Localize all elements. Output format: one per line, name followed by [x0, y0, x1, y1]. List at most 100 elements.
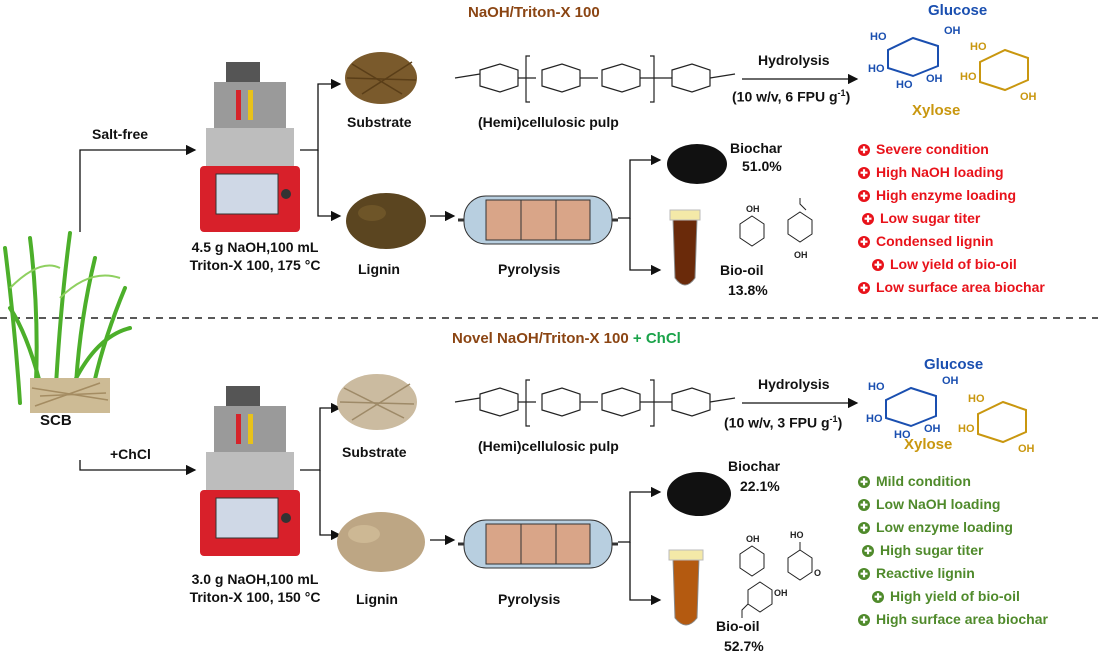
- top-cellulose-structure: [454, 55, 736, 103]
- top-drawback-item: ✚Low surface area biochar: [858, 276, 1045, 299]
- top-drawback-item: ✚Condensed lignin: [858, 230, 1045, 253]
- bottom-advantage-text: Mild condition: [876, 473, 971, 489]
- bottom-hydrolysis-sup: -1: [829, 414, 838, 424]
- bottom-biochar-value: 22.1%: [740, 478, 780, 494]
- top-drawback-item: ✚High enzyme loading: [858, 184, 1045, 207]
- top-drawback-item: ✚ Low sugar titer: [858, 207, 1045, 230]
- bottom-hydrolysis-condition: (10 w/v, 3 FPU g-1): [724, 414, 842, 431]
- top-pyrolysis-reactor: [458, 195, 618, 245]
- svg-text:HO: HO: [968, 393, 985, 405]
- top-phenol-structure: OH: [739, 204, 765, 247]
- bottom-reactor-image: [200, 386, 300, 556]
- bottom-title: Novel NaOH/Triton-X 100 + ChCl: [452, 330, 681, 347]
- bottom-hydrolysis-cond-text: (10 w/v, 3 FPU g: [724, 414, 830, 431]
- bottom-substrate-image: [337, 374, 417, 430]
- bottom-advantage-text: High yield of bio-oil: [890, 588, 1020, 604]
- bullet-icon: ✚: [862, 213, 874, 225]
- bottom-advantage-item: ✚Low NaOH loading: [858, 493, 1048, 516]
- top-substrate-image: [345, 52, 417, 104]
- bottom-advantage-text: High surface area biochar: [876, 611, 1048, 627]
- bottom-biooil-label: Bio-oil: [716, 618, 760, 634]
- arrow-top-split-substrate: [300, 78, 342, 151]
- svg-text:HO: HO: [960, 71, 977, 83]
- bottom-biochar-image: [667, 472, 731, 516]
- bottom-biooil-value: 52.7%: [724, 638, 764, 654]
- bottom-xylose-structure: HO HO OH: [958, 393, 1035, 454]
- bottom-advantage-text: High sugar titer: [880, 542, 984, 558]
- bottom-advantages-list: ✚Mild condition✚Low NaOH loading✚Low enz…: [858, 470, 1048, 631]
- bottom-glucose-label: Glucose: [924, 356, 984, 373]
- arrow-scb-to-top: [79, 144, 197, 232]
- top-drawback-item: ✚ Severe condition: [858, 138, 1045, 161]
- svg-text:OH: OH: [926, 73, 943, 85]
- top-drawback-text: Severe condition: [876, 141, 989, 157]
- bottom-ethylphenol-structure: OH: [741, 581, 788, 618]
- top-branch-label: Salt-free: [92, 126, 149, 142]
- bullet-icon: ✚: [872, 591, 884, 603]
- source-label: SCB: [40, 412, 72, 429]
- bottom-advantage-item: ✚ High yield of bio-oil: [858, 585, 1048, 608]
- svg-text:OH: OH: [1020, 91, 1037, 102]
- bullet-icon: ✚: [858, 614, 870, 626]
- svg-text:HO: HO: [970, 41, 987, 53]
- top-drawback-text: Low yield of bio-oil: [890, 256, 1017, 272]
- top-biooil-vial: [669, 209, 701, 286]
- top-hydrolysis-condition: (10 w/v, 6 FPU g-1): [732, 88, 850, 105]
- arrow-bottom-pyrolysis-biooil: [629, 542, 662, 606]
- top-condition-line2: Triton-X 100, 175 °C: [189, 257, 321, 273]
- top-lignin-label: Lignin: [358, 261, 400, 277]
- top-drawback-text: High enzyme loading: [876, 187, 1017, 203]
- svg-text:OH: OH: [944, 25, 961, 37]
- top-drawback-text: Low sugar titer: [880, 210, 981, 226]
- svg-text:HO: HO: [958, 423, 975, 435]
- bullet-icon: ✚: [858, 144, 870, 156]
- bottom-advantage-item: ✚Reactive lignin: [858, 562, 1048, 585]
- top-biochar-label: Biochar: [730, 140, 783, 156]
- bottom-title-prefix: Novel NaOH/Triton-X 100: [452, 330, 629, 347]
- top-drawback-text: Low surface area biochar: [876, 279, 1045, 295]
- svg-text:OH: OH: [1018, 443, 1035, 454]
- bottom-condition-line2: Triton-X 100, 150 °C: [189, 589, 321, 605]
- top-reactor-image: [200, 62, 300, 232]
- svg-text:HO: HO: [868, 63, 885, 75]
- bottom-advantage-item: ✚Low enzyme loading: [858, 516, 1048, 539]
- top-glucose-label: Glucose: [928, 2, 988, 19]
- arrow-bottom-pyrolysis-biochar: [618, 486, 662, 543]
- top-hydrolysis-label: Hydrolysis: [758, 52, 830, 68]
- top-substrate-label: Substrate: [347, 114, 412, 130]
- bottom-condition-line1: 3.0 g NaOH,100 mL: [191, 571, 319, 587]
- top-ethylphenol-structure: OH: [787, 198, 813, 260]
- svg-text:HO: HO: [870, 31, 887, 43]
- top-pulp-label: (Hemi)cellulosic pulp: [478, 114, 619, 130]
- bottom-condition: 3.0 g NaOH,100 mL Triton-X 100, 150 °C: [160, 570, 350, 606]
- bottom-advantage-text: Low enzyme loading: [876, 519, 1013, 535]
- bullet-icon: ✚: [862, 545, 874, 557]
- top-hydrolysis-sup: -1: [837, 88, 846, 98]
- bottom-pulp-label: (Hemi)cellulosic pulp: [478, 438, 619, 454]
- top-condition-line1: 4.5 g NaOH,100 mL: [191, 239, 319, 255]
- top-xylose-label: Xylose: [912, 102, 961, 119]
- top-biochar-image: [667, 144, 727, 184]
- top-title: NaOH/Triton-X 100: [468, 4, 600, 21]
- svg-text:HO: HO: [896, 79, 913, 88]
- bullet-icon: ✚: [858, 476, 870, 488]
- sugarcane-bagasse-image: [3, 231, 132, 413]
- bottom-substrate-label: Substrate: [342, 444, 407, 460]
- top-xylose-structure: HO HO OH: [960, 41, 1037, 102]
- top-biooil-value: 13.8%: [728, 282, 768, 298]
- bullet-icon: ✚: [858, 236, 870, 248]
- top-biooil-label: Bio-oil: [720, 262, 764, 278]
- bottom-hydrolysis-label: Hydrolysis: [758, 376, 830, 392]
- bottom-advantage-item: ✚ High surface area biochar: [858, 608, 1048, 631]
- top-hydrolysis-cond-text: (10 w/v, 6 FPU g: [732, 88, 838, 105]
- top-drawback-item: ✚High NaOH loading: [858, 161, 1045, 184]
- bottom-biochar-label: Biochar: [728, 458, 781, 474]
- bottom-lignin-label: Lignin: [356, 591, 398, 607]
- top-biochar-value: 51.0%: [742, 158, 782, 174]
- bottom-cellulose-structure: [454, 379, 736, 427]
- arrow-scb-to-bottom: [79, 460, 197, 476]
- top-lignin-image: [346, 193, 426, 249]
- bullet-icon: ✚: [872, 259, 884, 271]
- svg-text:HO: HO: [894, 429, 911, 438]
- bottom-advantage-text: Low NaOH loading: [876, 496, 1001, 512]
